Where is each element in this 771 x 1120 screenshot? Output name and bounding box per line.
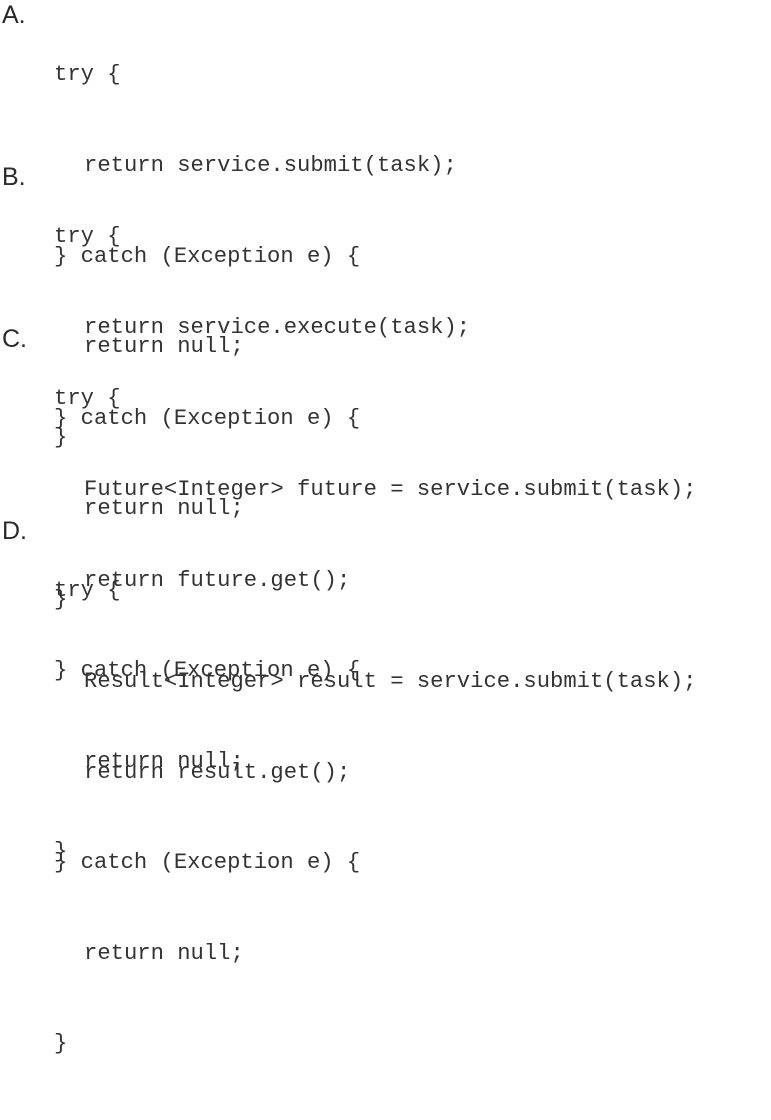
code-line: } catch (Exception e) {: [54, 243, 361, 269]
code-line: Future<Integer> future = service.submit(…: [84, 477, 697, 502]
code-block: try { return service.execute(task); } ca…: [54, 162, 470, 675]
code-line: } catch (Exception e) {: [54, 405, 361, 431]
code-line: return service.submit(task);: [84, 153, 457, 178]
option-letter: D.: [2, 517, 27, 545]
code-line: } catch (Exception e) {: [54, 658, 361, 684]
code-line: return service.execute(task);: [84, 315, 471, 340]
code-line: return future.get();: [84, 567, 351, 593]
code-line: try {: [54, 62, 121, 88]
code-block: try { Result<Integer> result = service.s…: [54, 516, 696, 1120]
code-line: return null;: [84, 940, 244, 966]
code-line: Result<Integer> result = service.submit(…: [84, 669, 697, 694]
code-line: return null;: [84, 334, 244, 360]
answer-options-page: A. try { return service.submit(task); } …: [2, 0, 697, 1056]
option-letter: C.: [2, 325, 27, 353]
code-line: return null;: [84, 496, 244, 522]
code-line: try {: [54, 386, 121, 412]
code-line: }: [54, 1031, 68, 1057]
code-line: try {: [54, 578, 121, 604]
code-line: } catch (Exception e) {: [54, 850, 361, 876]
code-line: return result.get();: [84, 759, 351, 785]
code-line: }: [54, 424, 68, 450]
code-block: try { return service.submit(task); } cat…: [54, 0, 457, 513]
option-letter: B.: [2, 163, 26, 191]
code-line: }: [54, 586, 68, 612]
option-letter: A.: [2, 1, 26, 29]
code-line: try {: [54, 224, 121, 250]
